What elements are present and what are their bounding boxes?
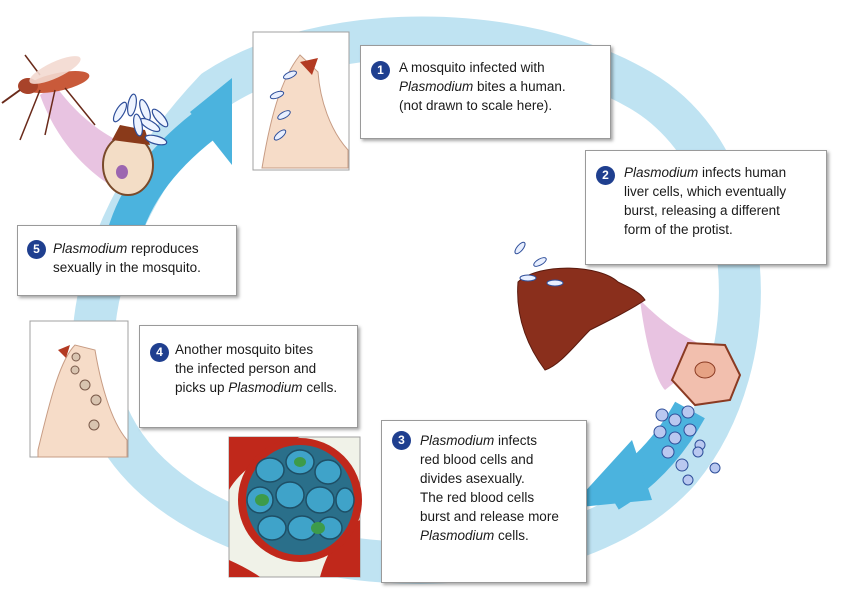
step-5-badge: 5 <box>27 240 46 259</box>
mosquito-icon <box>1 54 169 196</box>
step-4-text: Another mosquito bites the infected pers… <box>175 342 338 395</box>
step-5-text: Plasmodium reproduces sexually in the mo… <box>53 241 201 275</box>
step-3-box: 3 Plasmodium infects red blood cells and… <box>381 420 587 583</box>
step-1-text: A mosquito infected with Plasmodium bite… <box>399 60 566 113</box>
step-3-text: Plasmodium infects red blood cells and d… <box>420 433 559 543</box>
step-4-box: 4 Another mosquito bites the infected pe… <box>139 325 358 428</box>
step-4-badge: 4 <box>150 343 169 362</box>
liver-icon <box>514 241 715 390</box>
step-2-text: Plasmodium infects human liver cells, wh… <box>624 165 787 237</box>
arm-bite-icon <box>252 31 350 171</box>
red-blood-cells-icon <box>228 436 362 578</box>
liver-cell-icon <box>653 341 742 486</box>
step-1-badge: 1 <box>371 61 390 80</box>
step-2-badge: 2 <box>596 166 615 185</box>
step-2-box: 2 Plasmodium infects human liver cells, … <box>585 150 827 265</box>
step-5-box: 5 Plasmodium reproduces sexually in the … <box>17 225 237 296</box>
step-3-badge: 3 <box>392 431 411 450</box>
arm-infected-icon <box>29 320 129 458</box>
cycle-arrow-lower-right <box>570 401 705 510</box>
step-1-box: 1 A mosquito infected with Plasmodium bi… <box>360 45 611 139</box>
